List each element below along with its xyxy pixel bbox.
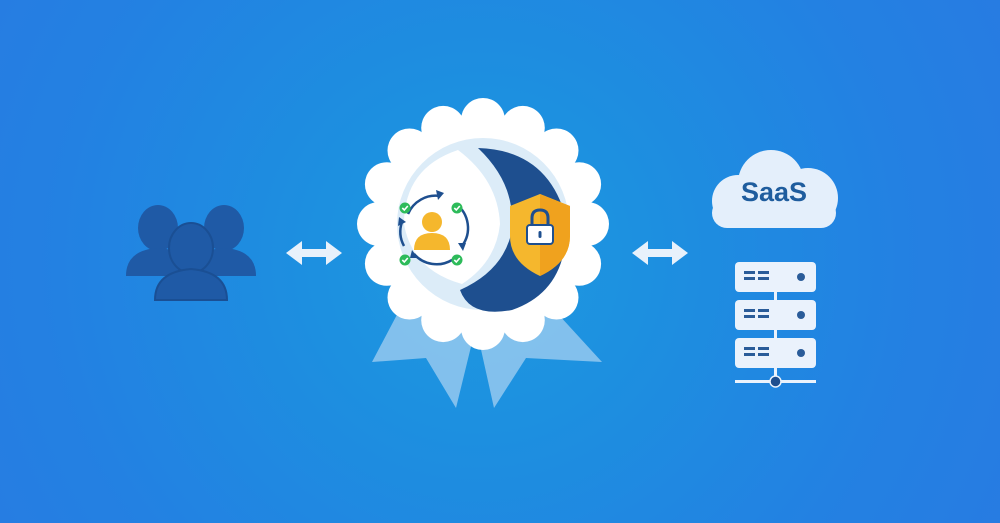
user-center-icon (153, 222, 229, 301)
server-unit (735, 300, 816, 330)
shield-lock-icon (510, 194, 570, 276)
users-group-icon (126, 205, 256, 301)
server-unit (735, 262, 816, 292)
award-badge-icon (357, 98, 609, 408)
server-stack-icon (735, 262, 816, 388)
server-unit (735, 338, 816, 368)
lock-icon (526, 208, 554, 245)
cloud-label: SaaS (740, 177, 808, 207)
person-icon (414, 212, 450, 250)
check-icon (451, 202, 463, 214)
check-icon (451, 254, 463, 266)
double-arrow-icon-left (286, 241, 342, 265)
double-arrow-icon-right (632, 241, 688, 265)
server-connector (735, 292, 816, 388)
cloud-icon (712, 150, 838, 228)
check-icon (399, 202, 411, 214)
user-sync-icon (398, 190, 470, 266)
badge-crescent-inner (404, 150, 500, 284)
check-icon (399, 254, 411, 266)
check-icons (399, 202, 463, 266)
